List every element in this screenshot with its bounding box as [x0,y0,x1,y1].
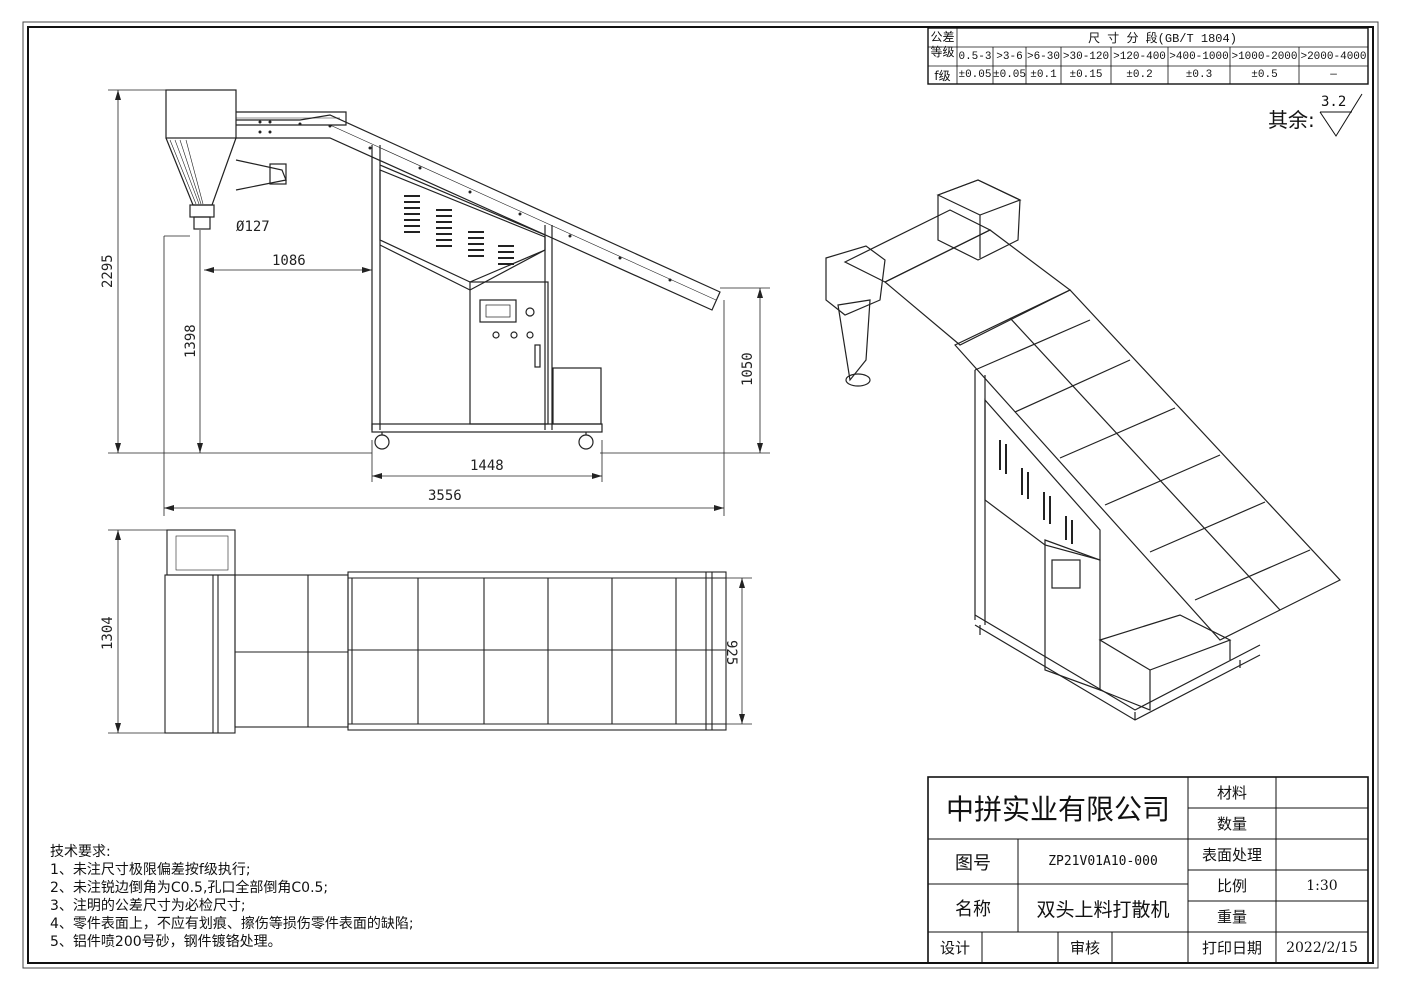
print-date-value: 2022/2/15 [1286,939,1358,956]
tol-range-6: >400-1000 [1169,50,1229,63]
tol-range-3: >6-30 [1026,50,1060,63]
weight-value [1276,901,1368,932]
dim-3556: 3556 [428,488,462,504]
tol-corner-bottom: 等级 [930,44,955,59]
product-name: 双头上料打散机 [1036,898,1170,921]
tol-range-2: >3-6 [996,50,1023,63]
side-view-vents [404,195,514,265]
side-view [165,89,721,450]
top-view [164,529,727,734]
tol-header: 尺 寸 分 段(GB/T 1804) [1088,32,1237,46]
outer-border [22,21,1379,969]
tol-value-6: ±0.3 [1185,69,1213,81]
print-date-label: 打印日期 [1201,939,1262,957]
tol-range-1: 0.5-3 [958,50,992,63]
tol-range-5: >120-400 [1113,50,1166,63]
company-name: 中拼实业有限公司 [945,793,1170,826]
weight-label: 重量 [1216,908,1247,926]
belt-holes [258,120,672,282]
dim-1448: 1448 [470,458,504,474]
dim-925: 925 [723,640,739,665]
name-label: 名称 [955,899,991,920]
tol-value-1: ±0.05 [958,69,992,81]
tol-value-2: ±0.05 [993,69,1027,81]
tech-item-5: 5、铝件喷200号砂，钢件镀铬处理。 [50,934,282,950]
inner-border [27,26,1374,964]
tech-item-4: 4、零件表面上，不应有划痕、擦伤等损伤零件表面的缺陷; [50,916,414,932]
design-label: 设计 [939,939,970,957]
tech-requirements: 技术要求: 1、未注尺寸极限偏差按f级执行; 2、未注锐边倒角为C0.5,孔口全… [50,843,414,951]
tol-grade-label: f级 [934,68,951,83]
design-value [982,932,1058,963]
review-label: 审核 [1069,939,1100,957]
isometric-view [825,179,1341,721]
scale-label: 比例 [1216,877,1247,895]
dim-1398: 1398 [183,324,199,358]
roughness-label: 其余: [1268,108,1315,132]
drawing-no-label: 图号 [955,852,991,874]
tolerance-table-grid [927,27,1369,85]
surface-value [1276,839,1368,870]
arrowheads [115,90,763,733]
dim-2295: 2295 [100,254,116,288]
roughness-symbol [1319,93,1363,137]
dim-1086: 1086 [272,253,306,269]
scale-value: 1:30 [1306,877,1338,894]
material-label: 材料 [1216,784,1247,802]
review-value [1112,932,1188,963]
material-value [1276,777,1368,808]
iso-vents [999,440,1073,544]
tol-corner-top: 公差 [930,29,955,44]
title-block-grid [927,776,1369,964]
side-view-dimension-lines [108,89,770,516]
tol-value-5: ±0.2 [1126,69,1153,81]
tech-item-3: 3、注明的公差尺寸为必检尺寸; [50,898,246,914]
tol-value-7: ±0.5 [1251,69,1278,81]
surface-label: 表面处理 [1201,846,1262,864]
quantity-label: 数量 [1216,815,1247,833]
quantity-value [1276,808,1368,839]
dim-1050: 1050 [740,352,756,386]
tech-item-1: 1、未注尺寸极限偏差按f级执行; [50,862,251,878]
tol-range-7: >1000-2000 [1231,50,1298,63]
top-view-dims [108,529,752,734]
tol-value-8: — [1330,69,1337,81]
drawing-no: ZP21V01A10-000 [1048,854,1158,869]
tol-range-8: >2000-4000 [1300,50,1367,63]
tech-item-2: 2、未注锐边倒角为C0.5,孔口全部倒角C0.5; [50,880,329,896]
tech-title: 技术要求: [50,844,111,860]
dim-diameter-127: Ø127 [236,219,270,235]
tol-value-4: ±0.15 [1069,69,1103,81]
roughness-value: 3.2 [1321,94,1347,110]
tol-range-4: >30-120 [1062,50,1110,63]
dim-1304: 1304 [100,616,116,650]
tol-value-3: ±0.1 [1030,69,1057,81]
